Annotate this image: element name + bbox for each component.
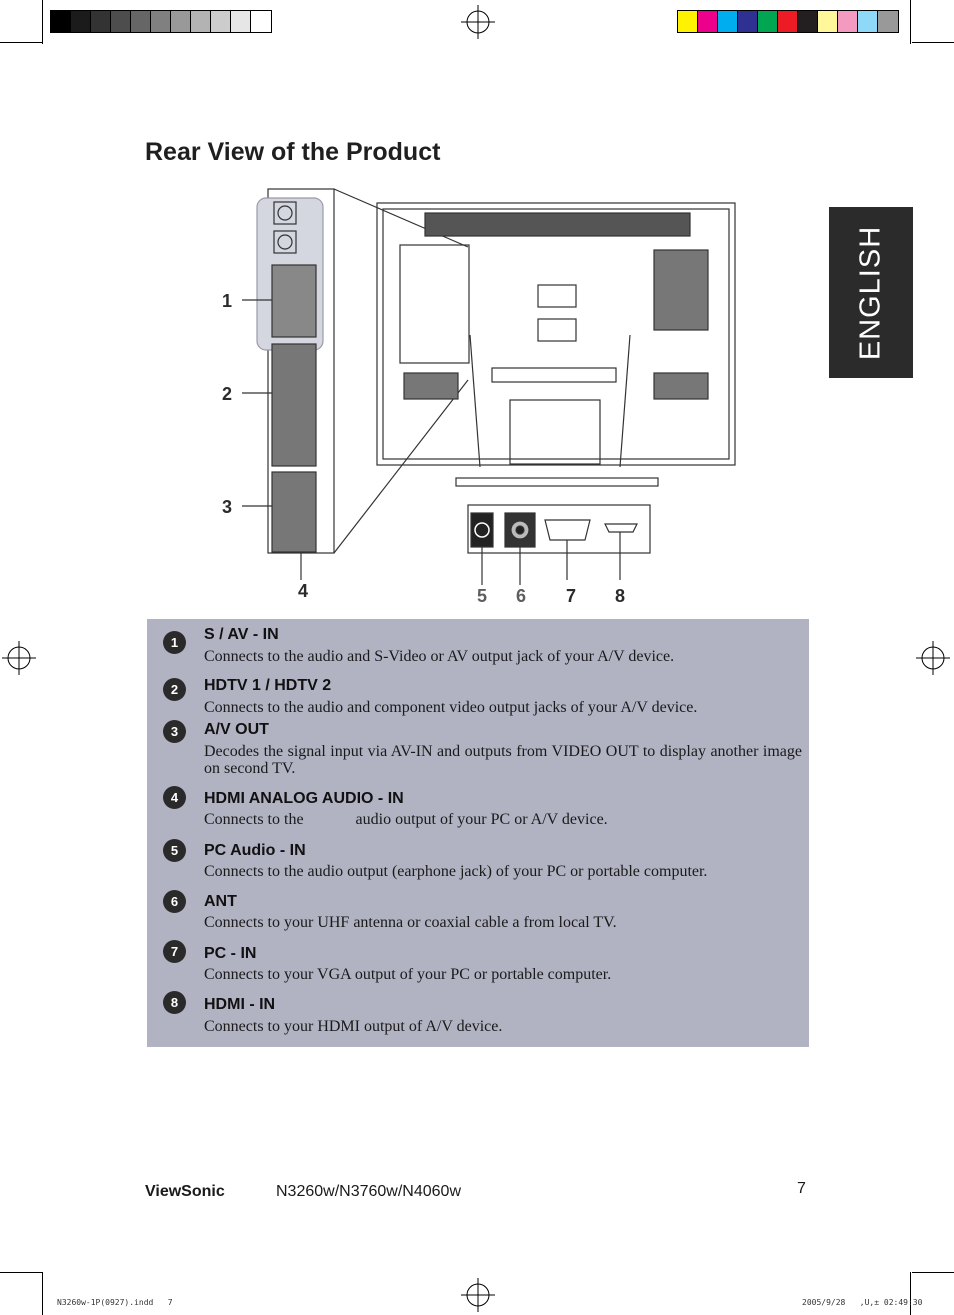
rear-view-illustration (242, 188, 736, 585)
color-swatch-9 (838, 11, 858, 32)
callout-5: 5 (477, 586, 488, 606)
gray-swatch-1 (51, 11, 71, 32)
grayscale-color-bar (50, 10, 272, 33)
item-number-badge: 5 (163, 839, 186, 862)
gray-swatch-4 (111, 11, 131, 32)
registration-mark-left (2, 641, 36, 675)
slug-timestamp: 2005/9/28 ,U,± 02:49:30 (802, 1298, 923, 1307)
item-number-badge: 3 (163, 720, 186, 743)
crop-mark-bottom-left-v (42, 1272, 43, 1315)
footer-model: N3260w/N3760w/N4060w (276, 1183, 461, 1200)
crop-mark-bottom-right-h (912, 1272, 954, 1273)
color-swatch-10 (858, 11, 878, 32)
gray-swatch-10 (231, 11, 251, 32)
item-number-badge: 2 (163, 678, 186, 701)
color-swatch-8 (818, 11, 838, 32)
registration-mark-right (916, 641, 950, 675)
item-description: Connects to your HDMI output of A/V devi… (204, 1018, 503, 1035)
item-title: A/V OUT (204, 721, 269, 738)
crop-mark-top-left-v (42, 0, 43, 44)
item-description: Connects to the audio and component vide… (204, 699, 698, 716)
crop-mark-bottom-right-v (910, 1272, 911, 1315)
color-swatch-7 (798, 11, 818, 32)
item-description: Connects to the audio and S-Video or AV … (204, 648, 675, 665)
item-description: Connects to the audio output (earphone j… (204, 863, 708, 880)
color-swatch-3 (718, 11, 738, 32)
process-color-bar (677, 10, 899, 33)
color-swatch-6 (778, 11, 798, 32)
item-title: HDTV 1 / HDTV 2 (204, 677, 332, 694)
item-number-badge: 7 (163, 940, 186, 963)
registration-mark-top (461, 5, 495, 39)
item-description: Connects to the audio output of your PC … (204, 811, 608, 828)
language-tab-label: ENGLISH (854, 225, 887, 360)
callout-3: 3 (222, 497, 233, 517)
crop-mark-top-right-v (910, 0, 911, 44)
color-swatch-4 (738, 11, 758, 32)
item-title: S / AV - IN (204, 626, 279, 643)
item-title: HDMI - IN (204, 996, 276, 1013)
crop-mark-top-right-h (912, 42, 954, 43)
callout-1: 1 (222, 291, 233, 311)
language-tab: ENGLISH (829, 207, 913, 378)
callout-6: 6 (516, 586, 527, 606)
registration-mark-bottom (461, 1278, 495, 1312)
callout-7: 7 (566, 586, 577, 606)
gray-swatch-6 (151, 11, 171, 32)
slug-filename: N3260w-1P(0927).indd 7 (57, 1298, 173, 1307)
item-title: HDMI ANALOG AUDIO - IN (204, 790, 404, 807)
color-swatch-2 (698, 11, 718, 32)
item-title: PC Audio - IN (204, 842, 306, 859)
item-description: Connects to your UHF antenna or coaxial … (204, 914, 617, 931)
item-title: ANT (204, 893, 237, 910)
item-number-badge: 4 (163, 786, 186, 809)
gray-swatch-5 (131, 11, 151, 32)
page-number: 7 (797, 1180, 806, 1197)
gray-swatch-3 (91, 11, 111, 32)
callout-2: 2 (222, 384, 233, 404)
gray-swatch-11 (251, 11, 271, 32)
color-swatch-11 (878, 11, 898, 32)
color-swatch-5 (758, 11, 778, 32)
page-title: Rear View of the Product (145, 138, 441, 166)
item-number-badge: 1 (163, 631, 186, 654)
item-number-badge: 8 (163, 991, 186, 1014)
item-description: Connects to your VGA output of your PC o… (204, 966, 612, 983)
gray-swatch-2 (71, 11, 91, 32)
crop-mark-bottom-left-h (0, 1272, 42, 1273)
connector-description-panel: 1 S / AV - IN Connects to the audio and … (147, 619, 809, 1047)
item-description: Decodes the signal input via AV-IN and o… (204, 743, 802, 777)
callout-8: 8 (615, 586, 626, 606)
item-title: PC - IN (204, 945, 257, 962)
footer-brand: ViewSonic (145, 1183, 225, 1200)
callout-4: 4 (298, 581, 309, 601)
gray-swatch-7 (171, 11, 191, 32)
color-swatch-1 (678, 11, 698, 32)
item-number-badge: 6 (163, 890, 186, 913)
gray-swatch-9 (211, 11, 231, 32)
crop-mark-top-left-h (0, 42, 42, 43)
gray-swatch-8 (191, 11, 211, 32)
